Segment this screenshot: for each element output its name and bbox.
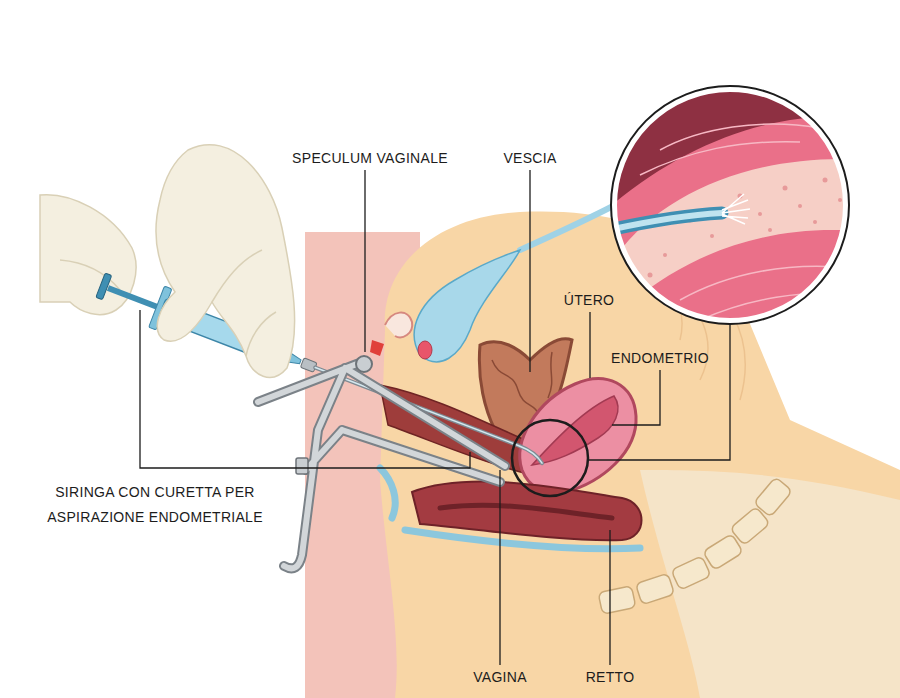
zoom-detail (600, 80, 870, 340)
part-label: SIRINGA CON CURETTA PER ASPIRAZIONE ENDO… (30, 480, 280, 530)
leader-line (529, 170, 530, 372)
glove-left (40, 195, 136, 315)
speculum (258, 362, 505, 568)
rectum (412, 482, 642, 541)
part-label: ÚTERO (564, 288, 615, 313)
glove-right (156, 145, 295, 378)
leader-line (588, 324, 730, 460)
rectum-lumen (440, 505, 612, 518)
vertebra (703, 534, 743, 571)
gland-dot (758, 212, 762, 216)
gland-dot (798, 204, 802, 208)
gland-dot (768, 228, 772, 232)
vertebra (671, 556, 711, 590)
zoom-marker (512, 420, 588, 496)
urachus (520, 205, 615, 250)
vertebra (754, 477, 793, 517)
gland-dot (813, 220, 817, 224)
part-label: VAGINA (473, 665, 527, 690)
leader-line (499, 470, 500, 665)
leader-line (612, 370, 660, 425)
gland-dot (648, 273, 653, 278)
gland-dot (710, 234, 714, 238)
leader-line (609, 530, 610, 665)
gland-dot (663, 253, 667, 257)
gland-dot (838, 198, 842, 202)
zoom-ring (614, 89, 846, 321)
pelvis-body (380, 212, 900, 698)
speculum-body (258, 362, 505, 568)
gland-dot (783, 186, 788, 191)
speculum-screw (356, 356, 372, 372)
leader-line (364, 170, 365, 352)
perineum-muscle (380, 468, 395, 518)
uterus (520, 379, 636, 494)
part-label: SPECULUM VAGINALE (292, 146, 448, 171)
curette-hub (300, 358, 317, 372)
zoom-endometrium (612, 159, 870, 302)
pubic-detail (418, 341, 432, 359)
zoom-glands (648, 178, 843, 278)
pelvic-floor (405, 530, 640, 549)
back-area (640, 470, 900, 698)
speculum-outline (258, 362, 505, 568)
leader-lines (140, 170, 730, 665)
gland-dot (823, 178, 828, 183)
leader-line (140, 310, 470, 468)
zoom-border (611, 86, 849, 324)
part-label: VESCIA (503, 146, 556, 171)
vertebra (598, 586, 636, 615)
clitoris (385, 313, 412, 338)
part-label: RETTO (586, 665, 635, 690)
zoom-bristles (722, 194, 750, 224)
glove-fingers (212, 250, 276, 356)
speculum-thumbscrew (296, 458, 308, 474)
leader-line (589, 312, 590, 378)
vertebra (635, 573, 674, 604)
part-label: ENDOMETRIO (611, 346, 709, 371)
zoom-tissue (600, 80, 870, 340)
speculum-red-tip (370, 340, 384, 356)
